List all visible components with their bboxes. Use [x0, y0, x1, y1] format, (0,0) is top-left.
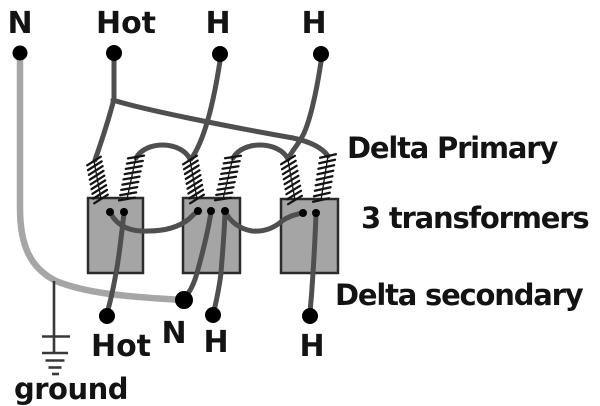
- label-delta-secondary: Delta secondary: [335, 278, 584, 312]
- t2-terminal-dot: [207, 207, 215, 215]
- bottom-terminal-dot-h2: [302, 308, 318, 324]
- top-terminal-dot-n: [12, 45, 28, 61]
- bottom-label-hot: Hot: [91, 329, 151, 364]
- bottom-label-n: N: [161, 316, 186, 351]
- top-label-h2: H: [301, 6, 326, 41]
- coil-axis: [189, 159, 198, 200]
- t3-terminal-dot: [312, 209, 320, 217]
- label-delta-primary: Delta Primary: [347, 131, 558, 165]
- label-ground: ground: [14, 372, 128, 406]
- top-label-n: N: [7, 6, 32, 41]
- secondary-jumper-t2-t3: [222, 208, 306, 234]
- primary-jumper-t2-t3: [230, 142, 291, 162]
- ground-symbol-icon: [42, 335, 70, 376]
- transformer-2: [181, 196, 242, 275]
- h3-feed-wire: [285, 59, 324, 162]
- coil-axis: [287, 159, 296, 201]
- neutral-wire: [16, 54, 185, 304]
- hot-feed-branch-right: [110, 97, 331, 159]
- bottom-terminal-dot-h1: [205, 307, 221, 323]
- bottom-label-h1: H: [203, 325, 228, 360]
- transformer-1: [86, 196, 145, 275]
- top-label-h1: H: [205, 6, 230, 41]
- h2-feed-wire: [188, 58, 223, 162]
- top-label-hot: Hot: [96, 6, 156, 41]
- primary-coils: [86, 153, 338, 206]
- coil-axis: [93, 160, 102, 200]
- top-terminal-dot-h1: [212, 46, 228, 62]
- hot-feed-branch-left: [92, 96, 117, 163]
- top-terminal-dot-h2: [313, 46, 329, 62]
- bottom-label-h2: H: [299, 329, 324, 364]
- primary-jumper-t1-t2: [133, 142, 193, 162]
- t2-terminal-dot: [221, 207, 229, 215]
- lead-t1-to-hot: [104, 210, 127, 316]
- coil-axis: [222, 156, 234, 200]
- top-terminal-dot-hot: [106, 45, 122, 61]
- lead-t2-to-h: [211, 209, 228, 314]
- t2-terminal-dot: [194, 207, 202, 215]
- bottom-terminal-dot-hot: [99, 308, 115, 324]
- coil-axis: [126, 156, 137, 200]
- lead-t3-to-h: [307, 211, 319, 316]
- secondary-jumper-t1-t2: [107, 208, 201, 234]
- bottom-terminal-dot-n: [175, 291, 193, 309]
- t1-terminal-dot: [106, 208, 114, 216]
- t1-terminal-dot: [120, 208, 128, 216]
- t3-terminal-dot: [299, 209, 307, 217]
- label-3-transformers: 3 transformers: [361, 201, 588, 235]
- transformer-3: [279, 197, 340, 275]
- coil-axis: [320, 155, 329, 201]
